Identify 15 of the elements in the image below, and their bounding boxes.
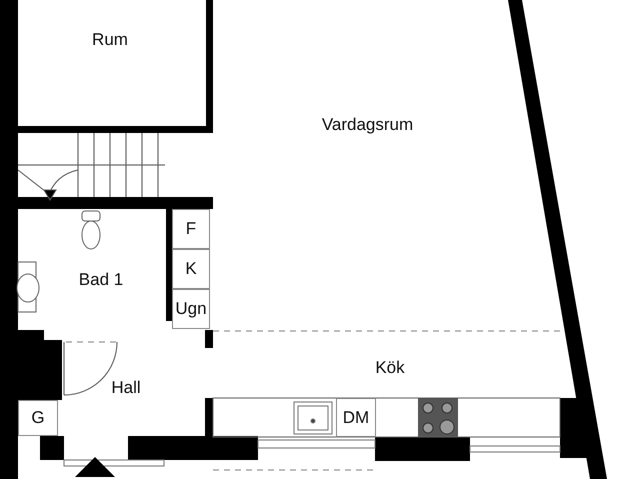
room-label: Bad 1 — [78, 270, 124, 290]
room-label: Vardagsrum — [322, 115, 414, 135]
room-label: G — [31, 408, 45, 428]
appliance-box — [172, 249, 210, 289]
room-label: Hall — [111, 378, 141, 398]
room-label: Rum — [92, 30, 128, 50]
room-label: K — [185, 259, 197, 279]
room-label: Ugn — [175, 299, 207, 319]
appliance-box — [336, 398, 376, 437]
appliance-box — [18, 400, 58, 436]
appliance-box — [172, 289, 210, 329]
room-label: Kök — [375, 358, 405, 378]
room-label: DM — [342, 408, 370, 428]
room-label: F — [186, 219, 196, 239]
appliance-box — [172, 209, 210, 249]
